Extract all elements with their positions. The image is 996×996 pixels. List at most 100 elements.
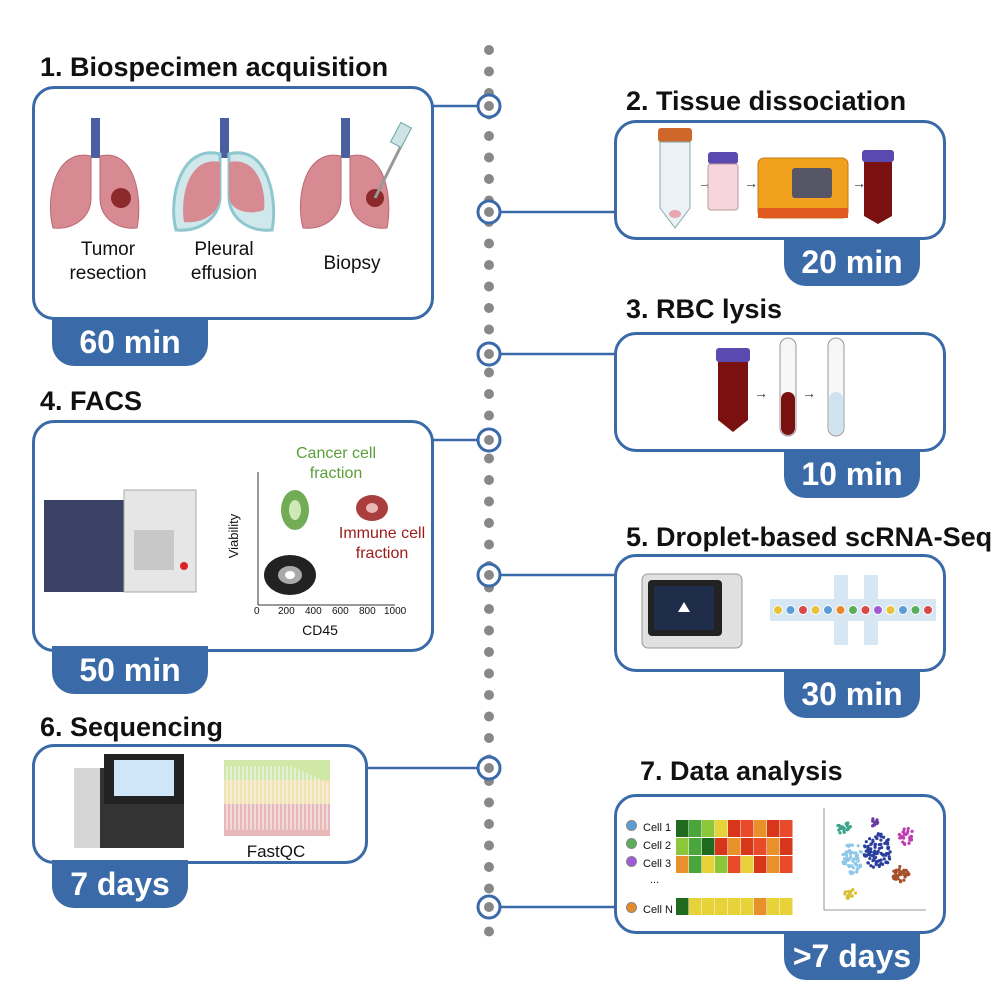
- heatmap-cell: [741, 838, 754, 855]
- facs-xtick: 600: [332, 606, 349, 617]
- fastqc-bar: [294, 767, 296, 830]
- tsne-point: [904, 868, 908, 872]
- svg-text:→: →: [852, 175, 866, 191]
- tsne-point: [845, 828, 849, 832]
- step-4-title: 4. FACS: [40, 386, 143, 416]
- tsne-point: [838, 831, 842, 835]
- tsne-point: [871, 817, 875, 821]
- tsne-point: [907, 872, 911, 876]
- tsne-point: [864, 840, 868, 844]
- timeline-dot: [484, 475, 494, 485]
- droplet: [810, 605, 821, 615]
- heatmap-cell: [702, 898, 715, 915]
- tsne-point: [841, 860, 845, 864]
- cell-dot: [626, 902, 637, 913]
- tsne-point: [848, 890, 852, 894]
- heatmap-cell: [689, 898, 702, 915]
- timeline-dot: [484, 797, 494, 808]
- cell-label: ...: [650, 874, 660, 886]
- tsne-point: [848, 825, 852, 829]
- tsne-point: [875, 818, 879, 822]
- timeline-dot: [484, 410, 494, 421]
- tsne-point: [872, 823, 876, 827]
- cell-dot: [626, 856, 637, 867]
- svg-text:→: →: [802, 385, 816, 401]
- heatmap-cell: [780, 838, 793, 855]
- tsne-point: [886, 837, 890, 842]
- timeline-dot: [484, 625, 494, 636]
- pleural-label: Pleural effusion: [190, 239, 258, 284]
- heatmap-cell: [780, 820, 793, 837]
- droplet: [910, 605, 921, 615]
- timeline-dot: [484, 690, 494, 700]
- cell-label: Cell 1: [643, 822, 672, 834]
- tsne-point: [841, 853, 845, 857]
- tsne-point: [851, 866, 855, 870]
- tsne-point: [851, 857, 855, 861]
- heatmap-cell: [780, 898, 793, 915]
- tsne-point: [866, 861, 870, 865]
- immune-fraction-label: Immune cell fraction: [338, 525, 426, 562]
- tsne-point: [847, 848, 852, 853]
- tsne-point: [845, 895, 849, 900]
- tsne-point: [848, 855, 853, 859]
- tsne-point: [909, 838, 913, 842]
- tsne-point: [887, 855, 891, 859]
- droplet: [798, 605, 808, 615]
- heatmap-cell: [702, 838, 715, 855]
- fastqc-bar: [274, 766, 276, 830]
- tsne-point: [886, 842, 890, 846]
- heatmap-cell: [767, 838, 780, 855]
- heatmap: [676, 820, 793, 915]
- tsne-point: [903, 875, 907, 879]
- timeline-dot: [484, 281, 494, 292]
- heatmap-cell: [689, 856, 702, 873]
- svg-text:→: →: [744, 175, 758, 191]
- step-1-time: 60 min: [52, 318, 208, 366]
- timeline-dot: [484, 819, 494, 829]
- facs-xtick: 200: [278, 606, 295, 617]
- tsne-point: [844, 850, 848, 854]
- facs-xlabel: CD45: [302, 622, 338, 638]
- heatmap-cell: [676, 898, 689, 915]
- heatmap-cell: [754, 838, 767, 855]
- heatmap-cell: [767, 820, 780, 837]
- tsne-point: [910, 829, 914, 833]
- timeline-node-center: [484, 570, 494, 580]
- biopsy-label: Biopsy: [323, 253, 381, 274]
- fastqc-bar: [254, 766, 256, 830]
- heatmap-cell: [754, 898, 767, 915]
- tsne-point: [875, 859, 879, 864]
- timeline-dot: [484, 496, 494, 507]
- timeline-dot: [484, 389, 494, 399]
- fastqc-bar: [298, 769, 300, 830]
- tsne-point: [902, 878, 906, 882]
- tsne-point: [856, 844, 860, 848]
- droplet: [873, 605, 883, 615]
- step-5-time: 30 min: [784, 670, 920, 718]
- tsne-point: [880, 852, 885, 857]
- timeline-dot: [484, 45, 494, 55]
- tsne-point: [902, 827, 906, 831]
- heatmap-cell: [728, 820, 741, 837]
- heatmap-cell: [715, 856, 728, 873]
- tsne-point: [898, 836, 902, 840]
- tsne-point: [845, 822, 850, 826]
- tsne-point: [837, 828, 841, 832]
- droplet: [785, 605, 796, 615]
- tsne-point: [864, 854, 868, 858]
- heatmap-cell: [676, 820, 689, 837]
- tsne-point: [892, 869, 896, 873]
- tsne-point: [871, 819, 875, 823]
- heatmap-cell: [702, 820, 715, 837]
- tsne-point: [863, 844, 867, 848]
- tsne-point: [867, 837, 872, 841]
- tsne-point: [866, 844, 870, 848]
- facs-xtick: 0: [254, 606, 260, 617]
- tsne-point: [897, 832, 901, 837]
- tsne-point: [873, 842, 878, 846]
- heatmap-cell: [689, 838, 702, 855]
- fastqc-bar: [314, 776, 316, 830]
- tsne-point: [855, 853, 860, 858]
- tsne-point: [894, 877, 898, 881]
